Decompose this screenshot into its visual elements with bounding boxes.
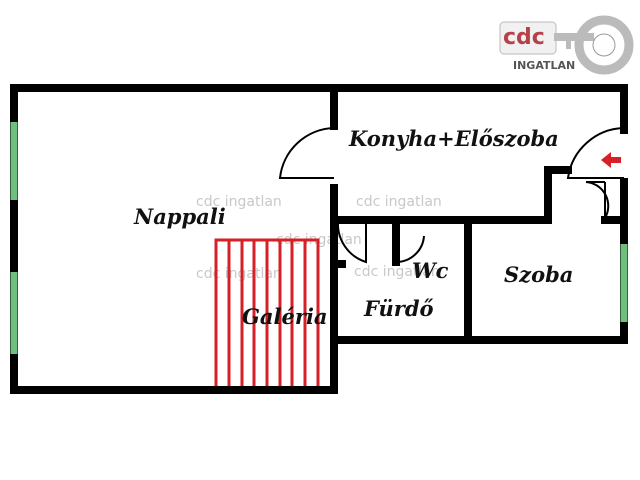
doors <box>278 127 625 264</box>
room-label-szoba: Szoba <box>504 262 573 287</box>
staircase <box>214 238 320 390</box>
room-label-galeria: Galéria <box>242 304 328 329</box>
logo-brand: cdc <box>503 25 545 50</box>
watermark-text: cdc ingatlan <box>196 266 282 282</box>
room-label-wc: Wc <box>412 258 449 283</box>
watermark-text: cdc ingatlan <box>356 194 442 210</box>
logo-subtitle: INGATLAN <box>513 59 575 72</box>
windows <box>10 122 628 354</box>
room-label-furdo: Fürdő <box>363 296 434 321</box>
watermark-text: cdc ingatlan <box>196 194 282 210</box>
logo: cdc INGATLAN <box>499 15 634 75</box>
entrance-arrow-icon <box>601 152 621 168</box>
room-label-nappali: Nappali <box>133 204 226 229</box>
watermark-text: cdc ingatlan <box>354 264 440 280</box>
room-label-konyha: Konyha+Előszoba <box>348 126 559 151</box>
key-icon <box>499 15 634 75</box>
